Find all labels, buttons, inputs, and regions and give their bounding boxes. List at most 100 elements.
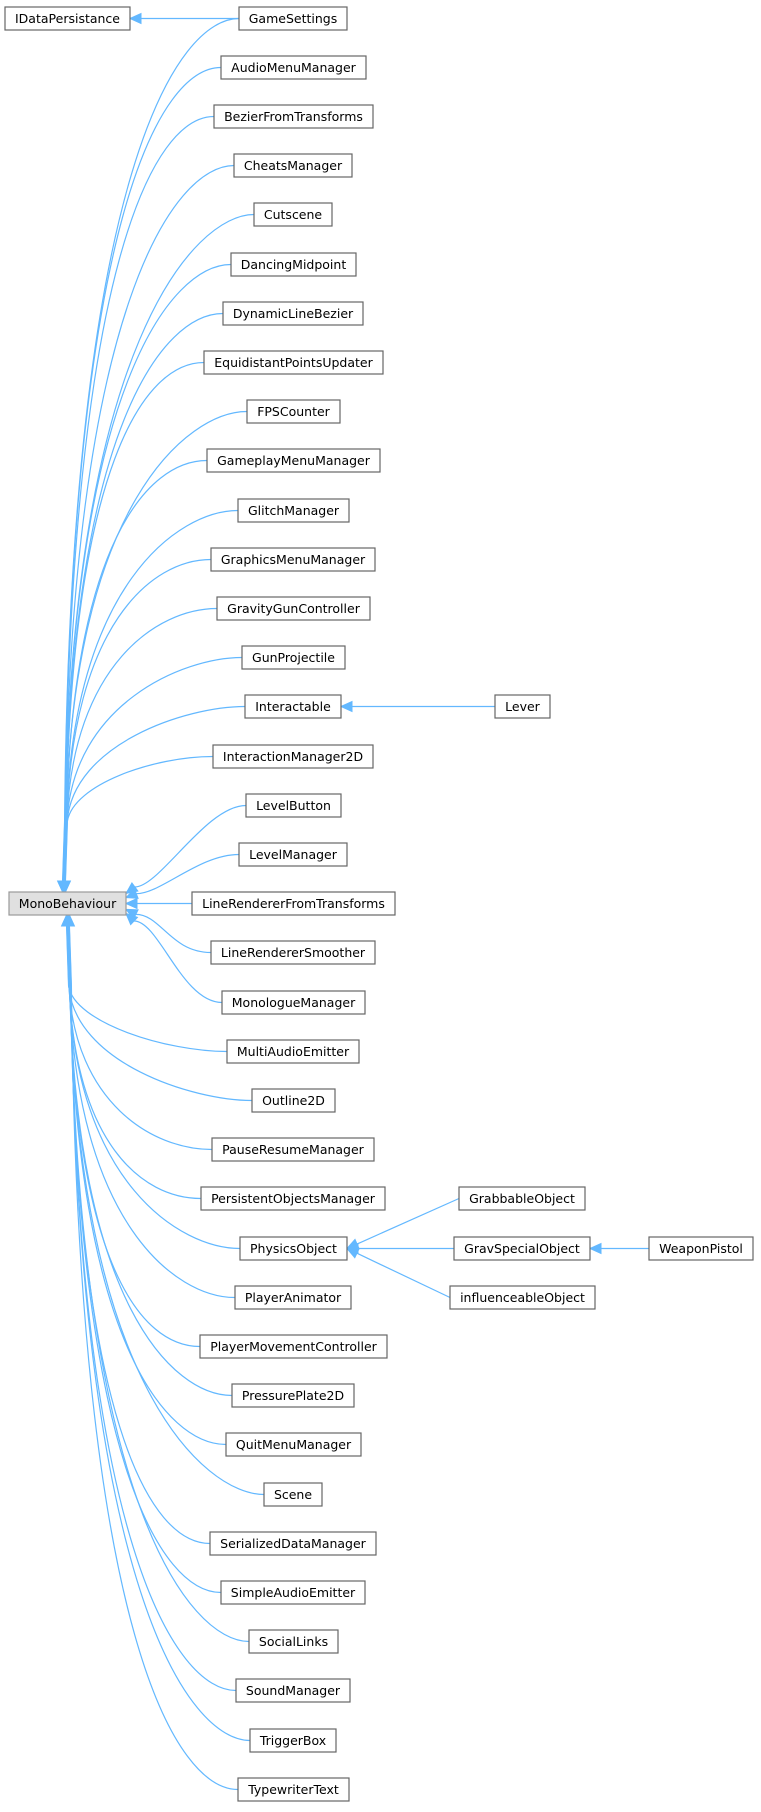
class-node-box (246, 399, 341, 424)
class-node-bezierfromtransforms[interactable]: BezierFromTransforms (213, 104, 374, 129)
edge-line (68, 925, 222, 1594)
class-node-box (211, 1137, 375, 1162)
class-node-label: PauseResumeManager (222, 1142, 365, 1157)
class-node-gravityguncontroller[interactable]: GravityGunController (216, 596, 371, 621)
class-node-fpscounter[interactable]: FPSCounter (246, 399, 341, 424)
edge-arrowhead (345, 1247, 360, 1259)
edge-line (63, 509, 239, 882)
class-node-box (231, 1383, 355, 1408)
class-node-sociallinks[interactable]: SocialLinks (248, 1629, 339, 1654)
class-node-levelmanager[interactable]: LevelManager (238, 842, 348, 867)
class-node-graphicsmenumanager[interactable]: GraphicsMenuManager (210, 547, 376, 572)
class-node-persistentobjectsmanager[interactable]: PersistentObjectsManager (200, 1186, 386, 1211)
class-node-box (226, 1039, 360, 1064)
class-node-outline2d[interactable]: Outline2D (251, 1088, 336, 1113)
class-node-triggerbox[interactable]: TriggerBox (249, 1728, 337, 1753)
class-node-gravspecialobject[interactable]: GravSpecialObject (453, 1236, 591, 1261)
class-node-box (233, 153, 353, 178)
class-node-gamesettings[interactable]: GameSettings (238, 6, 348, 31)
inheritance-edge-gravityguncontroller (59, 607, 218, 894)
class-node-gameplaymenumanager[interactable]: GameplayMenuManager (206, 448, 381, 473)
class-node-label: GlitchManager (248, 503, 340, 518)
class-node-interactionmanager2d[interactable]: InteractionManager2D (212, 744, 374, 769)
class-node-monobehaviour[interactable]: MonoBehaviour (8, 891, 127, 916)
class-node-multiaudioemitter[interactable]: MultiAudioEmitter (226, 1039, 360, 1064)
class-node-box (199, 1334, 388, 1359)
class-node-box (244, 694, 342, 719)
class-node-pressureplate2d[interactable]: PressurePlate2D (231, 1383, 355, 1408)
class-node-cutscene[interactable]: Cutscene (253, 202, 333, 227)
inheritance-edge-interactionmanager2d (59, 755, 214, 894)
class-node-serializeddatamanager[interactable]: SerializedDataManager (209, 1531, 377, 1556)
edge-line (62, 164, 235, 882)
inheritance-edge-linerenderersmoother (124, 908, 212, 954)
class-node-label: PressurePlate2D (242, 1388, 344, 1403)
class-node-box (253, 202, 333, 227)
class-node-label: FPSCounter (257, 404, 330, 419)
class-node-physicsobject[interactable]: PhysicsObject (239, 1236, 348, 1261)
class-node-linerendererfromtransforms[interactable]: LineRendererFromTransforms (191, 891, 396, 916)
class-node-box (210, 940, 376, 965)
edge-arrowhead (128, 12, 142, 25)
class-node-label: GravityGunController (227, 601, 361, 616)
class-node-simpleaudioemitter[interactable]: SimpleAudioEmitter (220, 1580, 366, 1605)
class-node-grabbableobject[interactable]: GrabbableObject (458, 1186, 586, 1211)
class-node-quitmenumanager[interactable]: QuitMenuManager (225, 1432, 362, 1457)
class-node-box (458, 1186, 586, 1211)
class-node-label: InteractionManager2D (223, 749, 363, 764)
class-node-audiomenumanager[interactable]: AudioMenuManager (220, 55, 367, 80)
class-node-label: MultiAudioEmitter (237, 1044, 350, 1059)
class-node-soundmanager[interactable]: SoundManager (235, 1678, 351, 1703)
class-node-label: GameplayMenuManager (217, 453, 371, 468)
class-node-box (263, 1482, 323, 1507)
edge-line (66, 925, 236, 1299)
class-node-levelbutton[interactable]: LevelButton (245, 793, 342, 818)
class-node-box (453, 1236, 591, 1261)
class-node-box (221, 990, 366, 1015)
class-node-lever[interactable]: Lever (494, 694, 551, 719)
class-node-typewritertext[interactable]: TypewriterText (237, 1777, 350, 1802)
class-node-dancingmidpoint[interactable]: DancingMidpoint (230, 252, 357, 277)
class-node-dynamiclinebezier[interactable]: DynamicLineBezier (222, 301, 364, 326)
class-node-pauseresumemanager[interactable]: PauseResumeManager (211, 1137, 375, 1162)
class-node-label: Cutscene (264, 207, 323, 222)
class-node-label: WeaponPistol (659, 1241, 743, 1256)
class-node-box (237, 498, 350, 523)
inheritance-edge-gamesettings (128, 12, 239, 25)
class-node-influenceableobject[interactable]: influenceableObject (449, 1285, 596, 1310)
class-node-playermovementcontroller[interactable]: PlayerMovementController (199, 1334, 388, 1359)
class-node-interactable[interactable]: Interactable (244, 694, 342, 719)
class-node-box (220, 55, 367, 80)
class-node-glitchmanager[interactable]: GlitchManager (237, 498, 350, 523)
class-node-cheatsmanager[interactable]: CheatsManager (233, 153, 353, 178)
class-node-box (237, 1777, 350, 1802)
class-node-label: GraphicsMenuManager (221, 552, 366, 567)
class-node-equidistantpointsupdater[interactable]: EquidistantPointsUpdater (203, 350, 384, 375)
class-node-box (238, 842, 348, 867)
inheritance-edge-weaponpistol (588, 1242, 649, 1255)
class-node-weaponpistol[interactable]: WeaponPistol (648, 1236, 754, 1261)
edge-line (63, 361, 205, 882)
edge-layer (56, 12, 649, 1791)
inheritance-edge-simpleaudioemitter (62, 913, 222, 1594)
class-node-idatapersistance[interactable]: IDataPersistance (4, 6, 131, 31)
class-node-monologuemanager[interactable]: MonologueManager (221, 990, 366, 1015)
class-node-label: Lever (505, 699, 541, 714)
class-node-label: Outline2D (262, 1093, 325, 1108)
class-node-scene[interactable]: Scene (263, 1482, 323, 1507)
edge-arrowhead (588, 1242, 602, 1255)
class-node-label: MonologueManager (232, 995, 356, 1010)
edge-line (62, 66, 222, 882)
class-node-gunprojectile[interactable]: GunProjectile (241, 645, 346, 670)
inheritance-edge-triggerbox (63, 913, 251, 1742)
edge-line (64, 705, 246, 882)
class-node-label: MonoBehaviour (19, 896, 117, 911)
class-node-box (203, 350, 384, 375)
class-node-box (212, 744, 374, 769)
class-node-playeranimator[interactable]: PlayerAnimator (234, 1285, 352, 1310)
edge-line (67, 925, 233, 1397)
class-node-label: GravSpecialObject (464, 1241, 580, 1256)
class-node-label: Interactable (255, 699, 331, 714)
class-node-linerenderersmoother[interactable]: LineRendererSmoother (210, 940, 376, 965)
